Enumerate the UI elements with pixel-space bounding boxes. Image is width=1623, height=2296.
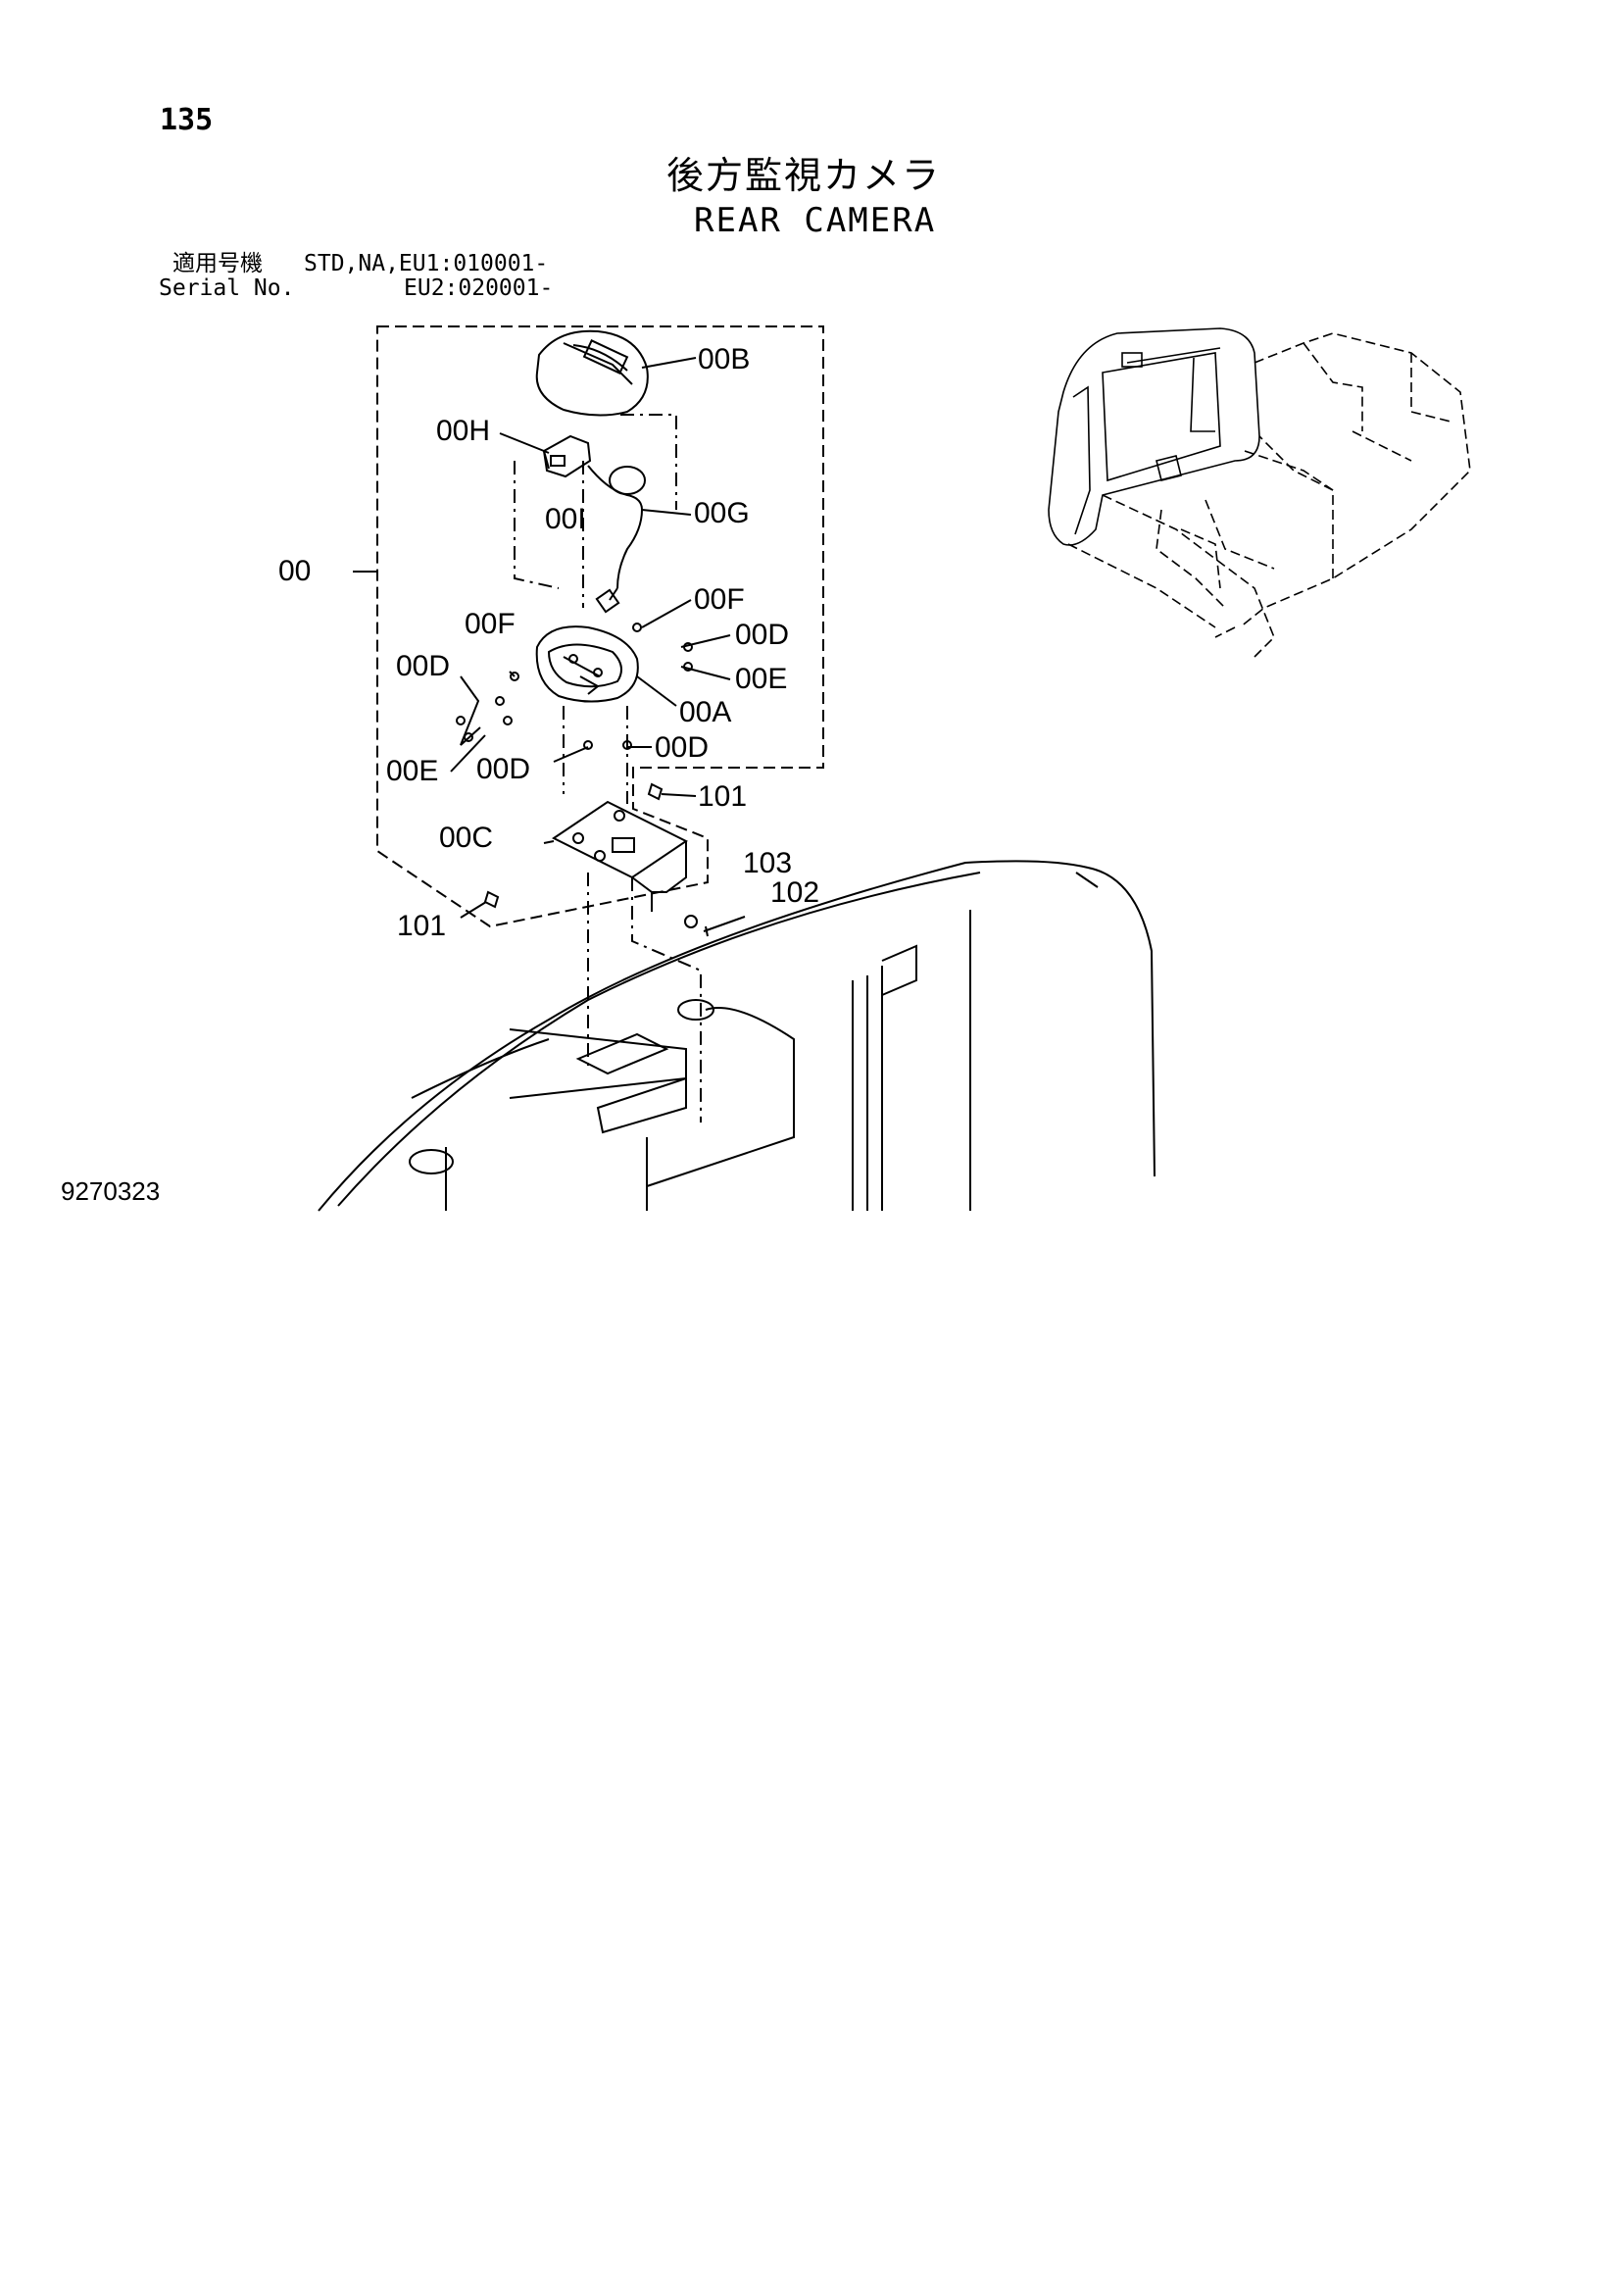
callout-00I: 00I: [545, 503, 586, 535]
title-japanese: 後方監視カメラ: [666, 154, 942, 197]
leader-lines: [353, 357, 731, 919]
callout-00F-left: 00F: [465, 608, 516, 640]
callout-101-top: 101: [698, 780, 748, 813]
bolts-drawing: [483, 782, 746, 937]
serial-range-1: STD,NA,EU1:010001-: [304, 251, 549, 276]
callout-00D-bottom-right: 00D: [655, 731, 710, 764]
callout-102: 102: [770, 876, 820, 909]
callout-00: 00: [278, 555, 312, 587]
small-fasteners-drawing: [456, 623, 693, 750]
alignment-lines: [514, 414, 702, 1123]
callout-101-bottom: 101: [397, 910, 447, 942]
callout-00D-bottom: 00D: [476, 753, 531, 785]
callout-103: 103: [743, 847, 793, 879]
callout-00H: 00H: [436, 415, 491, 447]
callout-00B: 00B: [698, 343, 751, 375]
cab-roof-drawing: [318, 860, 1156, 1212]
machine-thumbnail-drawing: [1048, 327, 1260, 546]
callout-00F-right: 00F: [694, 583, 745, 616]
page-number: 135: [160, 103, 214, 137]
serial-label-en: Serial No.: [159, 275, 295, 301]
camera-unit-drawing: [542, 434, 592, 478]
title-english: REAR CAMERA: [694, 201, 937, 240]
callout-00E-left: 00E: [386, 755, 439, 787]
machine-thumbnail-dashed: [1067, 332, 1471, 658]
cable-drawing: [587, 465, 646, 614]
callout-00E-right: 00E: [735, 663, 788, 695]
callout-00D-left: 00D: [396, 650, 451, 682]
mounting-bracket-drawing: [552, 800, 688, 912]
callout-00C: 00C: [439, 822, 494, 854]
callout-00D-right: 00D: [735, 619, 790, 651]
callout-00G: 00G: [694, 497, 750, 529]
serial-label-jp: 適用号機: [172, 251, 263, 276]
figure-number: 9270323: [61, 1176, 161, 1206]
camera-base-drawing: [535, 625, 639, 703]
callout-00A: 00A: [679, 696, 732, 728]
assembly-boundary: [376, 325, 824, 928]
camera-cover-drawing: [535, 329, 649, 417]
serial-range-2: EU2:020001-: [404, 275, 554, 301]
